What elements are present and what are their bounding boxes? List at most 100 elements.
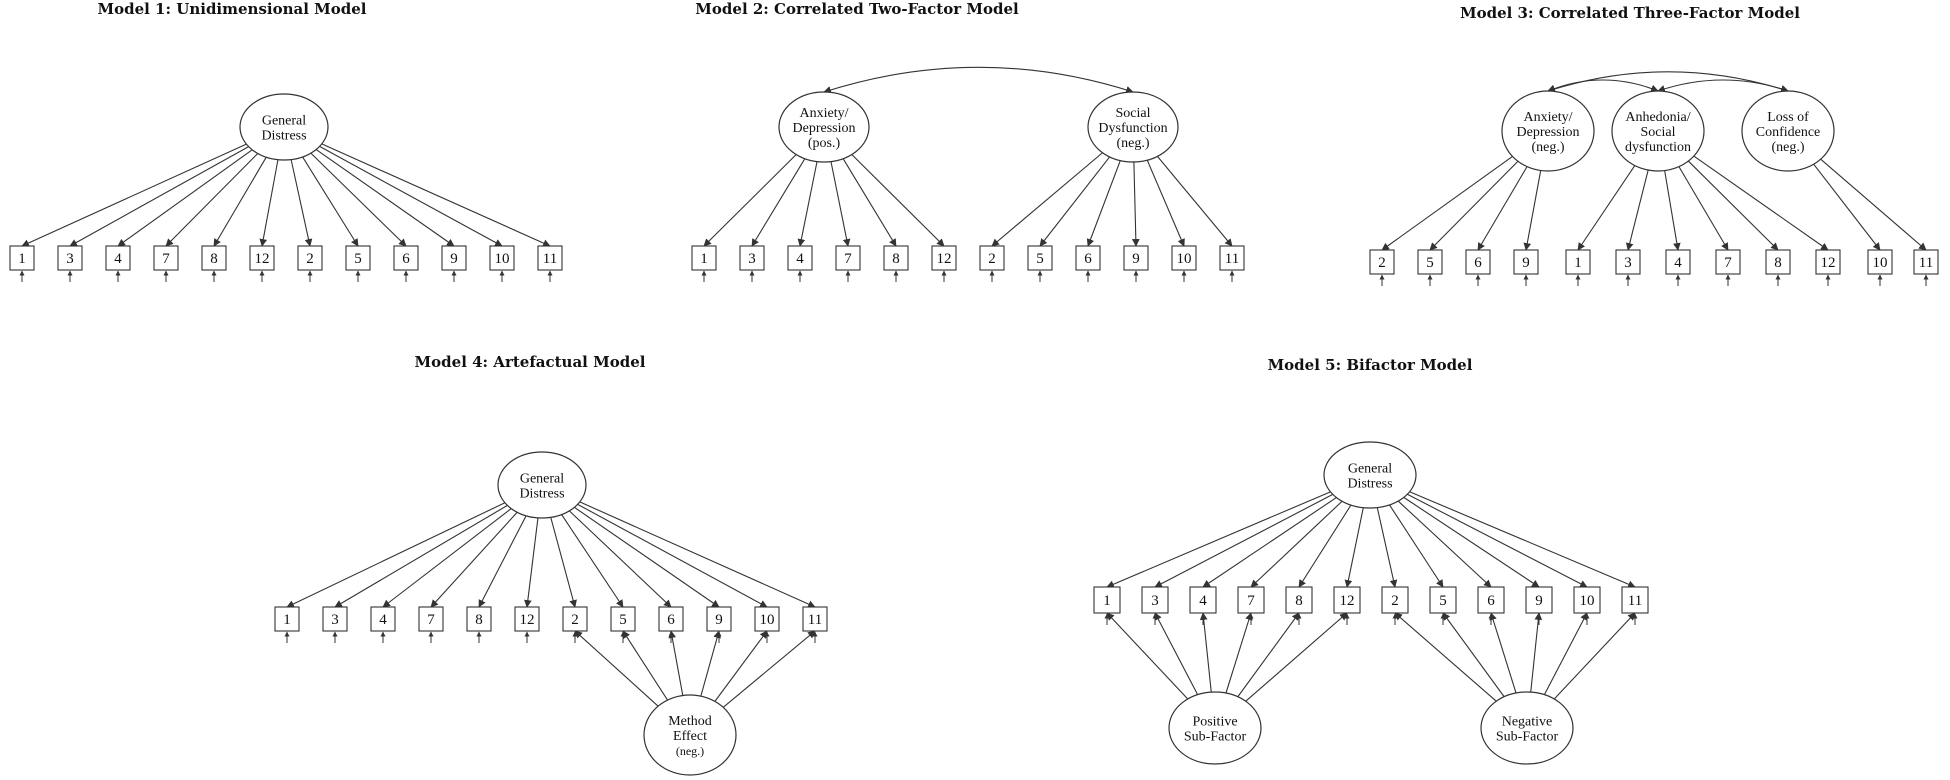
loading-path [1409, 491, 1636, 588]
factor-label: (neg.) [1531, 140, 1564, 155]
factor-label: Distress [261, 129, 306, 144]
loading-path [577, 503, 768, 608]
item-box [835, 245, 861, 271]
item-label: 3 [1151, 593, 1159, 609]
item-box [562, 606, 588, 632]
item-label: 8 [210, 251, 218, 267]
loading-path [69, 146, 249, 247]
loading-path [430, 511, 518, 608]
item-label: 3 [748, 251, 756, 267]
item-box [739, 245, 765, 271]
loading-path [1131, 161, 1140, 247]
item-box [441, 245, 467, 271]
loading-path [1250, 500, 1343, 588]
model-title: Model 1: Unidimensional Model [98, 0, 367, 18]
item-box [787, 245, 813, 271]
factor-ellipse-as [1611, 90, 1705, 172]
item-label: 8 [475, 612, 483, 628]
item-box [1573, 586, 1601, 614]
loading-path [1199, 612, 1212, 693]
loading-path [1543, 612, 1588, 695]
item-label: 4 [1199, 593, 1207, 609]
loading-path [1381, 155, 1513, 251]
item-box [1513, 249, 1539, 275]
loading-path [574, 630, 659, 707]
item-label: 10 [1177, 251, 1192, 267]
item-box [1765, 249, 1791, 275]
loading-path [1442, 612, 1505, 698]
item-label: 11 [1225, 251, 1239, 267]
loading-path [574, 506, 720, 608]
item-box [1171, 245, 1197, 271]
item-box [297, 245, 323, 271]
item-box [153, 245, 179, 271]
item-label: 2 [988, 251, 996, 267]
factor-label: Social [1116, 106, 1151, 121]
factor-label: Sub-Factor [1184, 730, 1247, 745]
loading-path [382, 508, 512, 608]
item-box [274, 606, 300, 632]
factor-label: Distress [1347, 477, 1392, 492]
item-box [1333, 586, 1361, 614]
item-label: 6 [402, 251, 410, 267]
item-label: 4 [379, 612, 387, 628]
item-box [1123, 245, 1149, 271]
item-box [1219, 245, 1245, 271]
item-label: 7 [1247, 593, 1255, 609]
loading-path [165, 153, 259, 247]
item-label: 12 [255, 251, 270, 267]
item-box [1665, 249, 1691, 275]
loading-path [550, 517, 577, 608]
item-label: 1 [18, 251, 26, 267]
loading-path [302, 156, 359, 247]
loading-path [1489, 612, 1517, 694]
item-box [931, 245, 957, 271]
item-box [1429, 586, 1457, 614]
item-box [1913, 249, 1939, 275]
loading-path [524, 517, 539, 608]
loading-path [117, 149, 253, 247]
item-label: 4 [114, 251, 122, 267]
item-label: 12 [520, 612, 535, 628]
item-label: 5 [1439, 593, 1447, 609]
loading-path [1154, 612, 1199, 695]
loading-path [1039, 156, 1111, 247]
item-box [249, 245, 275, 271]
item-box [1477, 586, 1505, 614]
item-box [754, 606, 780, 632]
factor-ellipse-gd [239, 93, 329, 161]
loading-path [1403, 496, 1540, 588]
item-label: 7 [844, 251, 852, 267]
loading-path [1553, 612, 1636, 700]
item-label: 6 [667, 612, 675, 628]
item-label: 3 [331, 612, 339, 628]
item-label: 4 [796, 251, 804, 267]
factor-ellipse-sd [1087, 91, 1179, 163]
item-label: 6 [1487, 593, 1495, 609]
loading-path [991, 152, 1103, 247]
item-label: 10 [1873, 255, 1888, 271]
item-box [1141, 586, 1169, 614]
item-box [466, 606, 492, 632]
factor-label: Anhedonia/ [1625, 110, 1690, 125]
factor-label: Method [668, 714, 712, 729]
loading-path [286, 502, 506, 608]
item-label: 11 [543, 251, 557, 267]
factor-label: General [520, 472, 564, 487]
item-label: 6 [1084, 251, 1092, 267]
loading-path [700, 630, 721, 697]
correlation-path [1547, 79, 1659, 93]
item-box [1417, 249, 1443, 275]
loading-path [1106, 612, 1189, 700]
loading-path [290, 159, 313, 247]
loading-path [622, 630, 668, 701]
item-box [1027, 245, 1053, 271]
item-label: 9 [450, 251, 458, 267]
loading-path [213, 156, 267, 247]
factor-ellipse-ad [778, 91, 870, 163]
factor-label: dysfunction [1625, 140, 1691, 155]
factor-ellipse-gd [497, 451, 587, 519]
item-box [802, 606, 828, 632]
factor-label: Positive [1192, 715, 1237, 730]
loading-path [751, 158, 806, 247]
